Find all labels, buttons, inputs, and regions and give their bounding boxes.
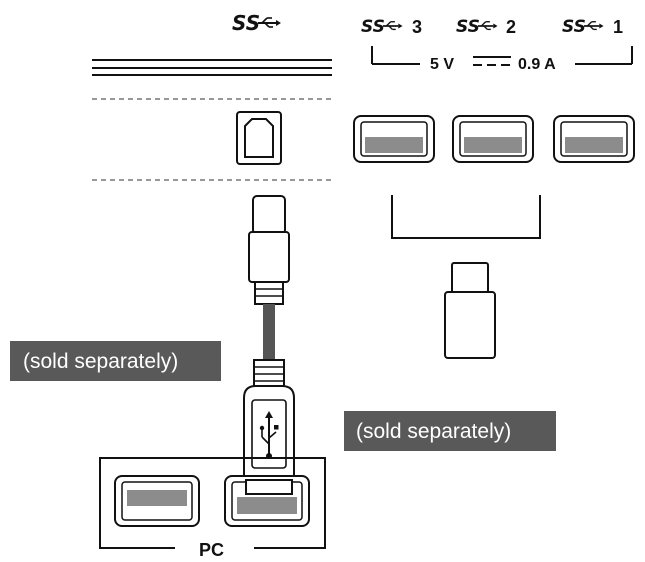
svg-text:SS: SS <box>361 17 385 37</box>
usb-b-upstream-port[interactable] <box>236 111 282 165</box>
sold-separately-tag-cable: (sold separately) <box>10 341 221 381</box>
superspeed-usb-icon <box>382 20 404 31</box>
pc-usb-port-left[interactable] <box>114 475 200 527</box>
svg-text:0.9 A: 0.9 A <box>518 56 556 73</box>
superspeed-usb-icon <box>477 20 499 31</box>
svg-text:5 V: 5 V <box>430 56 454 73</box>
superspeed-usb-icon <box>583 20 605 31</box>
svg-text:2: 2 <box>506 17 516 37</box>
svg-text:3: 3 <box>412 17 422 37</box>
power-rating: 5 V 0.9 A <box>371 46 633 73</box>
svg-text:SS: SS <box>456 17 480 37</box>
dc-symbol-icon <box>473 56 511 66</box>
usb-cable <box>263 304 275 360</box>
svg-text:(sold separately): (sold separately) <box>356 420 511 443</box>
monitor-edge <box>92 59 332 181</box>
port-label-2: SS 2 <box>456 17 516 37</box>
port-label-1: SS 1 <box>562 17 623 37</box>
usb-b-plug <box>248 195 290 305</box>
usb-a-port-2[interactable] <box>452 115 534 163</box>
svg-text:SS: SS <box>232 11 260 35</box>
usb-a-port-1[interactable] <box>553 115 635 163</box>
svg-text:(sold separately): (sold separately) <box>23 350 178 373</box>
port-label-3: SS 3 <box>361 17 422 37</box>
superspeed-usb-icon <box>257 17 282 28</box>
usb-a-plug <box>243 359 295 481</box>
sold-separately-tag-device: (sold separately) <box>344 411 556 451</box>
usb-a-port-3[interactable] <box>353 115 435 163</box>
upstream-superspeed-label: SS <box>232 11 282 35</box>
pc-box: PC <box>99 457 326 560</box>
svg-text:SS: SS <box>562 17 586 37</box>
svg-text:1: 1 <box>613 17 623 37</box>
port-group-bracket <box>391 195 541 239</box>
usb-a-plug-tip <box>245 479 293 495</box>
usb-device <box>444 262 496 359</box>
pc-label: PC <box>199 540 224 560</box>
